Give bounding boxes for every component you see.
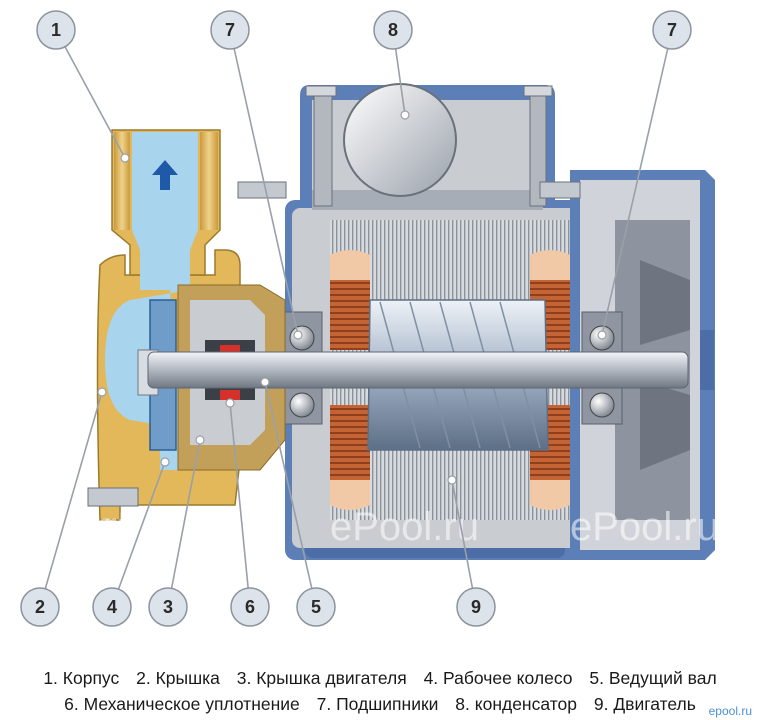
svg-text:2: 2	[35, 597, 45, 617]
callout-7-left: 7	[210, 10, 250, 50]
watermark-3: ePool.ru	[330, 505, 479, 549]
bolts	[87, 181, 581, 507]
winding-bottom-left	[330, 405, 370, 485]
drive-shaft	[147, 351, 689, 389]
legend-item: 6. Механическое уплотнение	[64, 694, 300, 714]
callout-1: 1	[36, 10, 76, 50]
callout-4: 4	[92, 587, 132, 627]
watermark-2: ePool.ru	[95, 505, 244, 549]
legend-item: 5. Ведущий вал	[589, 668, 717, 688]
svg-text:7: 7	[667, 20, 677, 40]
legend-item: 8. конденсатор	[455, 694, 577, 714]
legend-item: 3. Крышка двигателя	[236, 668, 407, 688]
callout-8: 8	[373, 10, 413, 50]
svg-text:1: 1	[51, 20, 61, 40]
callout-3: 3	[148, 587, 188, 627]
legend-item: 2. Крышка	[136, 668, 220, 688]
callout-5: 5	[296, 587, 336, 627]
callout-9: 9	[456, 587, 496, 627]
legend-item: 1. Корпус	[43, 668, 120, 688]
callout-6: 6	[230, 587, 270, 627]
flow-arrow-icon	[152, 160, 178, 190]
brand-watermark: epool.ru	[708, 704, 752, 718]
legend-item: 7. Подшипники	[316, 694, 439, 714]
svg-text:7: 7	[225, 20, 235, 40]
watermark-1: ePool.ru	[0, 505, 139, 549]
svg-text:8: 8	[388, 20, 398, 40]
winding-top-left	[330, 270, 370, 350]
watermark-4: ePool.ru	[570, 505, 719, 549]
capacitor	[343, 83, 457, 197]
pump-cutaway-diagram: ePool.ru ePool.ru ePool.ru ePool.ru 1 7 …	[0, 10, 719, 627]
svg-text:3: 3	[163, 597, 173, 617]
svg-text:6: 6	[245, 597, 255, 617]
svg-text:4: 4	[107, 597, 117, 617]
svg-text:5: 5	[311, 597, 321, 617]
leader-dots	[97, 110, 607, 485]
legend-item: 4. Рабочее колесо	[423, 668, 573, 688]
callout-2: 2	[20, 587, 60, 627]
legend-line-2: 6. Механическое уплотнение 7. Подшипники…	[0, 694, 760, 715]
legend-line-1: 1. Корпус 2. Крышка 3. Крышка двигателя …	[0, 668, 760, 689]
capacitor-box	[300, 83, 555, 210]
callout-7-right: 7	[652, 10, 692, 50]
legend-item: 9. Двигатель	[593, 694, 696, 714]
leader-lines	[39, 29, 673, 608]
svg-text:9: 9	[471, 597, 481, 617]
